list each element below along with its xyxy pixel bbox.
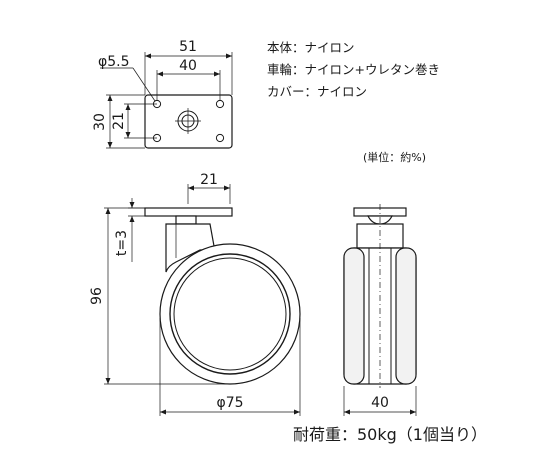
dim-wheel-diameter: φ75 <box>216 395 243 411</box>
spec-wheel: 車輪：ナイロン+ウレタン巻き <box>267 62 440 77</box>
dim-plate-width-outer: 51 <box>179 39 197 55</box>
side-plate <box>144 207 233 217</box>
dim-plate-height-inner: 21 <box>111 112 127 130</box>
spec-wheel-value: ナイロン+ウレタン巻き <box>305 62 440 77</box>
mount-hole-bottom-right <box>215 133 225 143</box>
dim-wheel-width: 40 <box>371 395 389 411</box>
wheel-hub <box>173 257 287 371</box>
spec-cover-value: ナイロン <box>317 84 367 99</box>
dim-thickness: t=3 <box>114 230 130 256</box>
swivel-neck <box>175 215 197 225</box>
unit-note: (単位：約%) <box>363 150 426 164</box>
wheel-tread-inner <box>169 253 291 375</box>
mounting-plate-outline <box>144 94 233 149</box>
spec-body-label: 本体： <box>267 40 305 55</box>
side-view-caster <box>144 207 301 385</box>
dim-phi-hole: φ5.5 <box>98 54 130 70</box>
spec-body: 本体：ナイロン <box>267 40 355 55</box>
mount-hole-top-right <box>215 99 225 109</box>
leader-phi-hole <box>132 67 156 102</box>
top-view-plate <box>144 94 233 149</box>
dim-plate-width-inner: 40 <box>179 58 197 74</box>
spec-wheel-label: 車輪： <box>267 62 305 77</box>
dim-height: 96 <box>89 287 105 305</box>
front-view-caster <box>343 204 417 388</box>
top-view-dimensions: 51 40 φ5.5 30 21 <box>92 39 233 149</box>
spec-cover: カバー：ナイロン <box>267 84 367 99</box>
spec-body-value: ナイロン <box>305 40 355 55</box>
front-view-dimensions: 40 <box>343 386 417 416</box>
spec-block: 本体：ナイロン 車輪：ナイロン+ウレタン巻き カバー：ナイロン (単位：約%) <box>267 40 440 164</box>
dim-plate-height-outer: 30 <box>92 113 108 131</box>
load-capacity: 耐荷重：50kg（1個当り） <box>293 425 487 444</box>
spec-cover-label: カバー： <box>267 84 317 99</box>
dim-offset: 21 <box>200 172 218 188</box>
front-wheel-right-tire <box>395 247 417 385</box>
side-view-dimensions: 21 t=3 96 φ75 <box>89 172 301 416</box>
front-wheel-left-tire <box>343 247 365 385</box>
wheel-outer <box>159 243 301 385</box>
